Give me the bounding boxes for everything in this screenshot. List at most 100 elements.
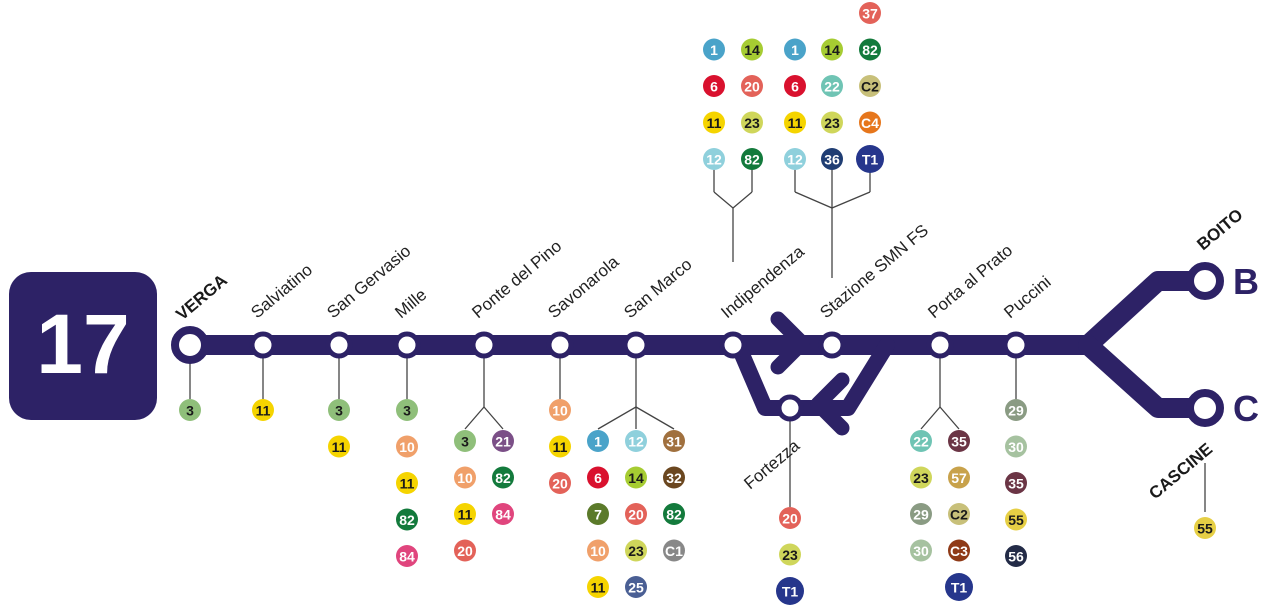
route-11-badge: 11 [549,435,571,458]
route-35-badge: 35 [948,430,970,452]
route-number: 35 [951,434,967,450]
route-55-badge: 55 [1005,508,1027,531]
route-1-badge: 1 [587,430,609,452]
route-number: 30 [913,543,929,559]
stop-label: VERGA [172,271,231,324]
route-56-badge: 56 [1005,545,1027,567]
route-number: 57 [951,470,967,486]
route-6-badge: 6 [784,75,806,97]
stop-savonarola[interactable]: Savonarola 10 11 20 [544,252,623,494]
route-82-badge: 82 [741,148,763,170]
route-37-badge: 37 [859,2,881,24]
route-number: 23 [824,115,840,131]
route-number: 11 [591,580,606,596]
stop-marker [546,331,574,359]
route-number: 20 [552,476,568,492]
route-12-badge: 12 [703,148,725,170]
branch-b-terminal-label: BOITO [1193,205,1246,254]
route-55-badge: 55 [1194,517,1216,539]
route-10-badge: 10 [549,399,571,421]
route-number: 82 [495,470,511,486]
route-57-badge: 57 [948,466,970,489]
route-t1-badge: T1 [776,577,804,605]
route-number: 84 [399,549,415,565]
route-32-badge: 32 [663,466,685,489]
route-84-badge: 84 [492,503,514,525]
route-number: T1 [951,580,968,596]
route-c2-badge: C2 [859,75,881,97]
route-number: 36 [824,152,840,168]
route-25-badge: 25 [625,576,647,598]
route-number: 14 [744,42,760,58]
route-30-badge: 30 [1005,435,1027,458]
route-11-badge: 11 [587,576,609,598]
route-number: 6 [594,470,602,486]
route-number: C2 [950,507,968,523]
route-number: 3 [403,403,411,419]
route-number: 22 [913,434,929,450]
route-3-badge: 3 [328,399,350,421]
route-14-badge: 14 [625,466,647,489]
route-number: T1 [782,584,799,600]
stop-marker [470,331,498,359]
route-10-badge: 10 [454,466,476,489]
route-number: 7 [594,507,602,523]
route-1-badge: 1 [703,38,725,61]
route-number: 82 [666,507,682,523]
route-number: 11 [788,115,803,131]
route-number: 56 [1008,549,1024,565]
route-23-badge: 23 [625,539,647,562]
route-29-badge: 29 [910,503,932,525]
route-number: 14 [628,470,644,486]
route-12-badge: 12 [625,430,647,452]
route-35-badge: 35 [1005,472,1027,494]
route-84-badge: 84 [396,545,418,567]
route-number: 23 [913,470,929,486]
route-number: 14 [824,42,840,58]
cascine-connections: 55 [1194,517,1216,539]
route-11-badge: 11 [784,111,806,134]
route-c1-badge: C1 [663,539,685,562]
route-23-badge: 23 [821,111,843,134]
route-number: 35 [1008,476,1024,492]
route-number: 20 [457,543,473,559]
route-number: C2 [861,79,879,95]
route-number: 25 [628,580,644,596]
route-31-badge: 31 [663,430,685,452]
line-number-text: 17 [36,297,129,391]
line-number-badge: 17 [9,272,157,420]
route-number: 12 [628,434,644,450]
route-11-badge: 11 [328,435,350,458]
route-11-badge: 11 [703,111,725,134]
route-number: 1 [710,42,718,58]
route-number: 82 [744,152,760,168]
route-number: 3 [335,403,343,419]
route-number: 11 [332,439,347,455]
route-36-badge: 36 [821,148,843,170]
route-82-badge: 82 [396,508,418,531]
route-22-badge: 22 [821,75,843,97]
route-20-badge: 20 [454,539,476,562]
stop-label: Savonarola [544,252,623,322]
route-number: 12 [787,152,803,168]
route-number: 11 [553,439,568,455]
route-10-badge: 10 [396,435,418,458]
route-number: 1 [791,42,799,58]
route-3-badge: 3 [454,430,476,452]
route-number: 10 [457,470,473,486]
stop-marker [776,394,804,422]
route-number: 20 [782,511,798,527]
route-82-badge: 82 [492,466,514,489]
stop-marker [325,331,353,359]
route-number: 55 [1008,512,1024,528]
route-number: 11 [256,403,271,419]
route-t1-badge: T1 [945,573,973,601]
